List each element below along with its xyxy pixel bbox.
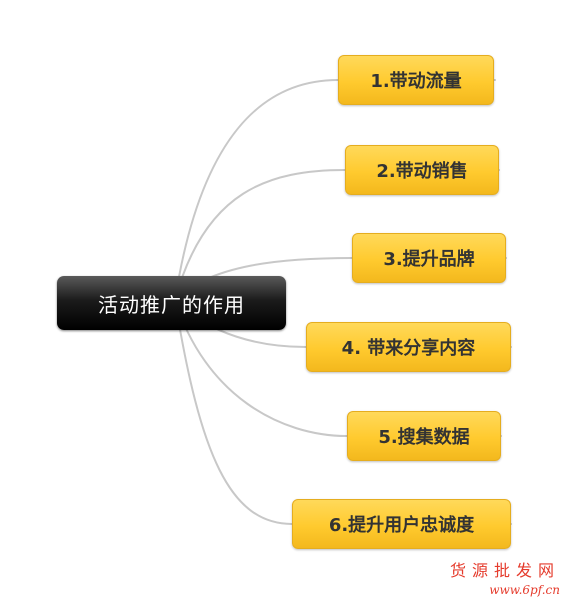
central-topic[interactable]: 活动推广的作用 [57, 276, 286, 330]
watermark-title: 货源批发网 [449, 561, 560, 580]
watermark: 货源批发网 www.6pf.cn [450, 557, 560, 597]
topic-node-3[interactable]: 3.提升品牌 [352, 233, 506, 283]
connector-2 [174, 169, 500, 301]
topic-node-2[interactable]: 2.带动销售 [345, 145, 499, 195]
topic-node-5[interactable]: 5.搜集数据 [347, 411, 501, 461]
watermark-url: www.6pf.cn [489, 583, 560, 597]
topic-node-1[interactable]: 1.带动流量 [338, 55, 494, 105]
connector-1 [174, 79, 496, 301]
topic-node-4[interactable]: 4. 带来分享内容 [306, 322, 511, 372]
topic-node-6[interactable]: 6.提升用户忠诚度 [292, 499, 511, 549]
connector-5 [174, 299, 502, 437]
connector-6 [174, 299, 512, 525]
